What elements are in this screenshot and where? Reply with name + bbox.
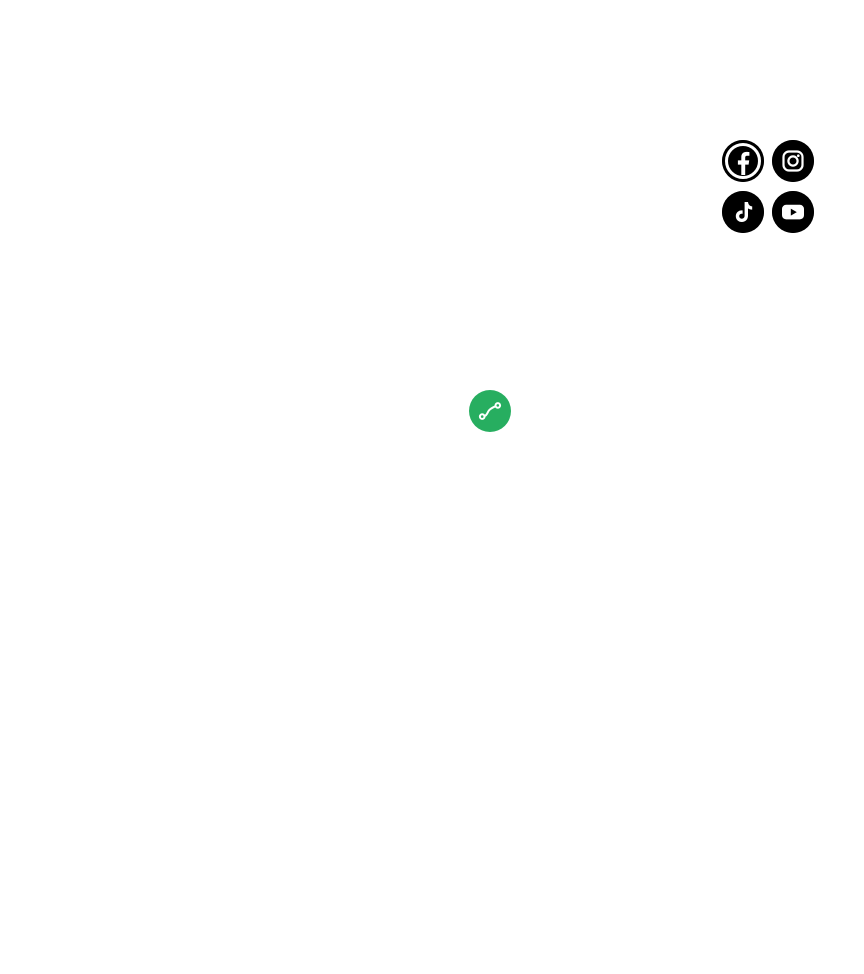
facebook-icon: [722, 140, 764, 182]
instagram-link[interactable]: [772, 140, 814, 182]
instagram-icon: [772, 140, 814, 182]
youtube-link[interactable]: [772, 191, 814, 233]
route-icon: [478, 402, 502, 420]
tiktok-icon: [722, 191, 764, 233]
tiktok-link[interactable]: [722, 191, 764, 233]
route-button[interactable]: [469, 390, 511, 432]
facebook-link[interactable]: [722, 140, 764, 182]
youtube-icon: [772, 191, 814, 233]
social-links: [722, 140, 814, 233]
